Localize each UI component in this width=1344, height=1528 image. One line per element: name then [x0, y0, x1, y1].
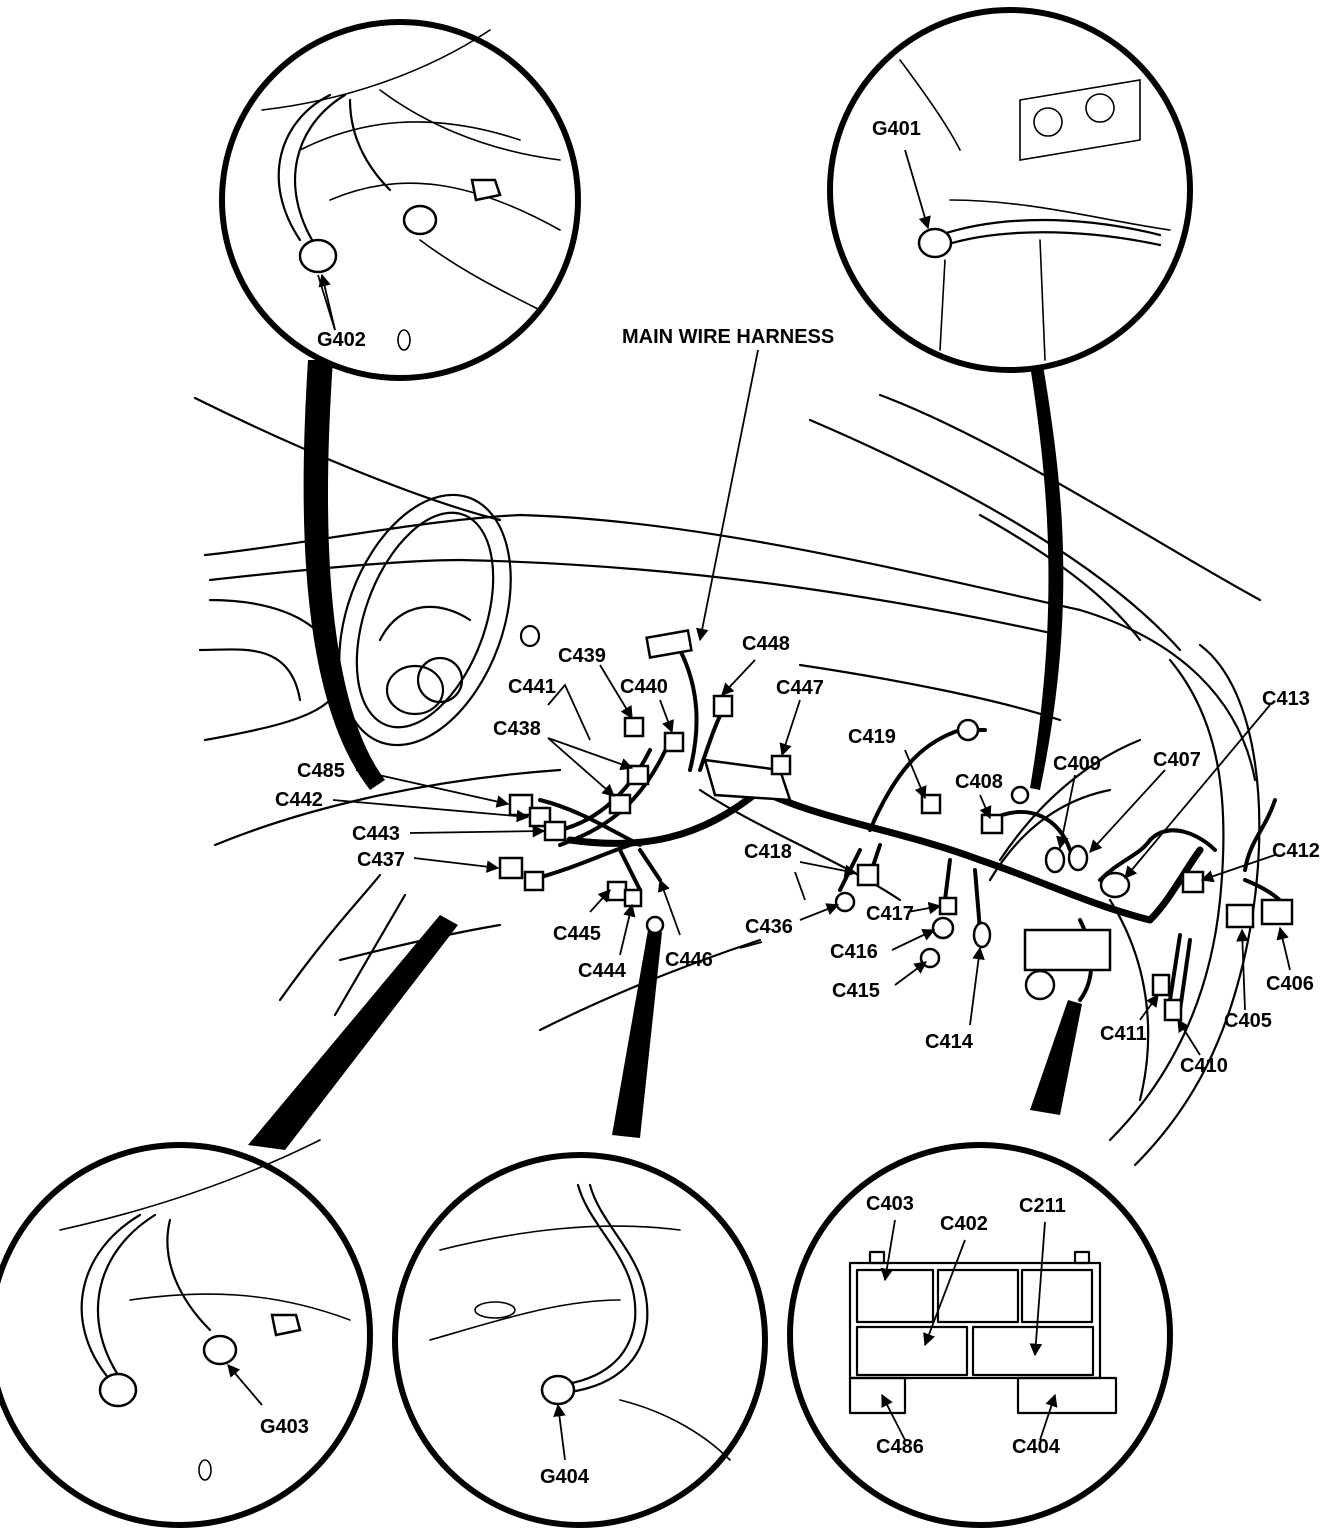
label-c418: C418	[744, 841, 792, 863]
label-c437: C437	[357, 849, 405, 871]
label-c443: C443	[352, 823, 400, 845]
label-c406: C406	[1266, 973, 1314, 995]
label-c402: C402	[940, 1213, 988, 1235]
label-c440: C440	[620, 676, 668, 698]
label-c412: C412	[1272, 840, 1320, 862]
label-c407: C407	[1153, 749, 1201, 771]
label-c413: C413	[1262, 688, 1310, 710]
label-c485: C485	[297, 760, 345, 782]
label-c411: C411	[1100, 1023, 1147, 1045]
label-c442: C442	[275, 789, 323, 811]
label-c444: C444	[578, 960, 627, 982]
label-c486: C486	[876, 1436, 924, 1458]
main-harness-title: MAIN WIRE HARNESS	[622, 326, 834, 348]
leader-lines	[332, 349, 1291, 1056]
label-c447: C447	[776, 677, 824, 699]
main-harness	[498, 629, 1294, 1022]
detail-circle-g401	[827, 7, 1193, 373]
detail-circle-g403	[0, 1139, 373, 1528]
detail-circle-g404	[392, 1152, 768, 1528]
label-g403: G403	[260, 1416, 309, 1438]
label-c403: C403	[866, 1193, 914, 1215]
detail-circle-fuse-box	[787, 1142, 1173, 1528]
labels: MAIN WIRE HARNESS G402 G401 G403 G404 C4…	[260, 118, 1320, 1488]
detail-circle-g402	[219, 19, 581, 381]
label-c408: C408	[955, 771, 1003, 793]
label-c448: C448	[742, 633, 790, 655]
label-c211: C211	[1019, 1195, 1066, 1217]
label-g402: G402	[317, 329, 366, 351]
label-g401: G401	[872, 118, 921, 140]
label-c438: C438	[493, 718, 541, 740]
dashboard-outline	[193, 393, 1262, 1167]
label-c416: C416	[830, 941, 878, 963]
label-c414: C414	[925, 1031, 974, 1053]
label-c445: C445	[553, 923, 601, 945]
label-c417: C417	[866, 903, 914, 925]
label-c446: C446	[665, 949, 713, 971]
label-c439: C439	[558, 645, 606, 667]
label-c436: C436	[745, 916, 793, 938]
label-c415: C415	[832, 980, 880, 1002]
label-c409: C409	[1053, 753, 1101, 775]
label-c441: C441	[508, 676, 556, 698]
callout-bands	[248, 360, 1082, 1150]
label-g404: G404	[540, 1466, 590, 1488]
label-c419: C419	[848, 726, 896, 748]
label-c404: C404	[1012, 1436, 1061, 1458]
label-c410: C410	[1180, 1055, 1228, 1077]
label-c405: C405	[1224, 1010, 1272, 1032]
